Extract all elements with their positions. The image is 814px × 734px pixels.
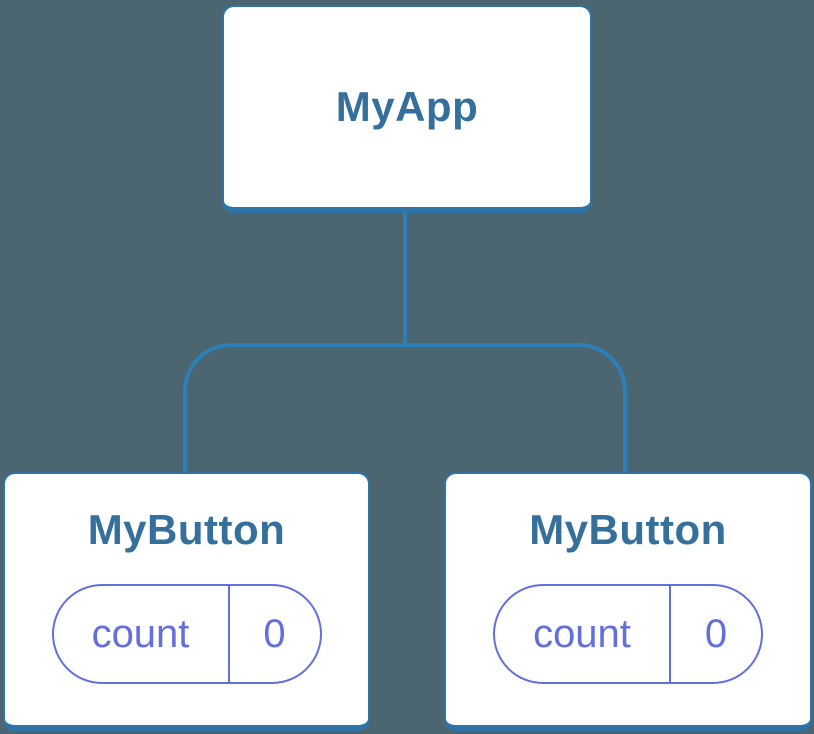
tree-connector-stem [403,212,407,344]
state-pill-1: count 0 [51,584,322,684]
component-name-myapp: MyApp [335,83,479,130]
state-value-1: 0 [263,611,286,656]
component-name-mybutton-1: MyButton [87,506,286,553]
component-node-myapp: MyApp [222,5,592,213]
tree-connector-branch [183,343,627,475]
state-key-label-1: count [91,611,190,656]
state-pill-divider-1 [227,586,230,682]
state-value-2: 0 [704,611,728,656]
state-pill-2: count 0 [493,584,763,684]
component-node-mybutton-1: MyButton count 0 [3,472,370,731]
state-key-label-2: count [533,611,631,656]
component-name-mybutton-2: MyButton [529,506,727,553]
state-pill-divider-2 [669,586,671,682]
component-node-mybutton-2: MyButton count 0 [444,472,812,731]
